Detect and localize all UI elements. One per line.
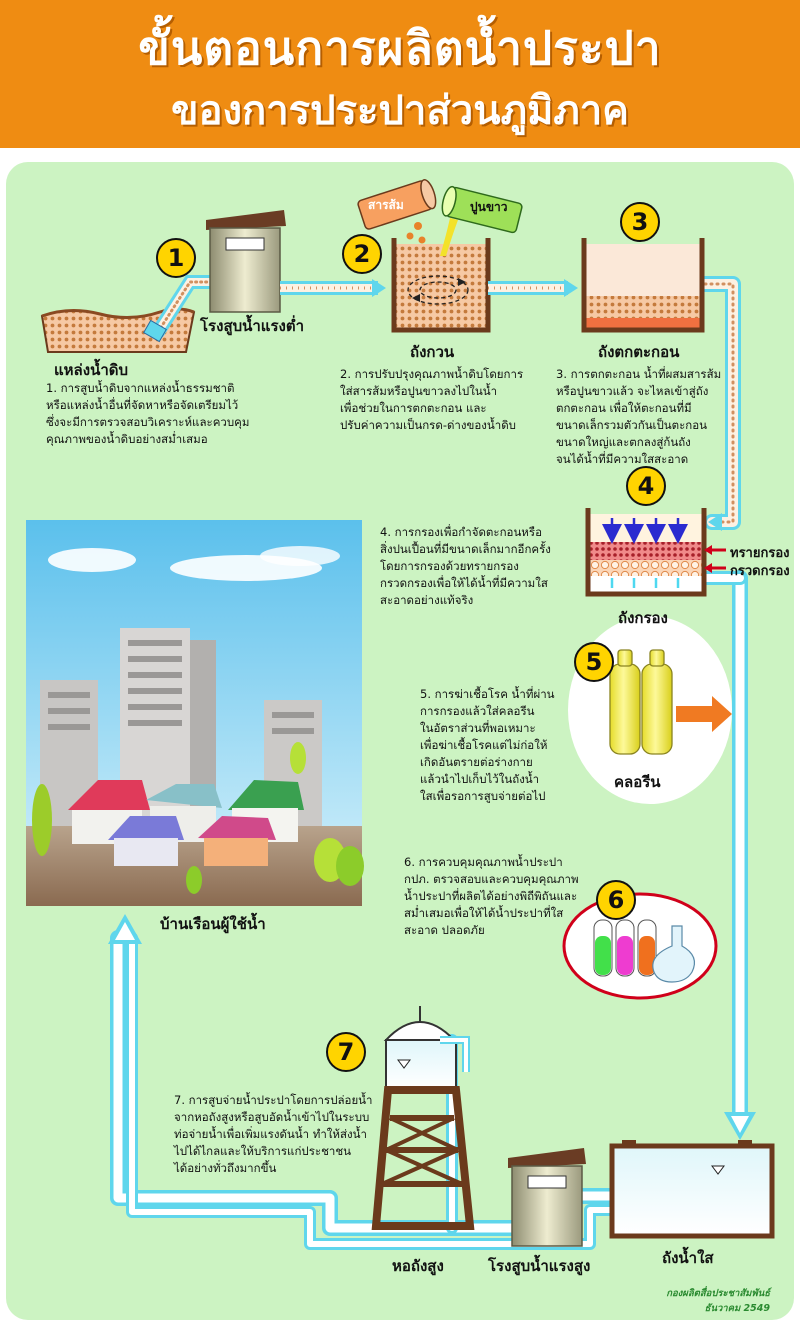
step-6-description: 6. การควบคุมคุณภาพน้ำประปา กปภ. ตรวจสอบแ…	[404, 855, 579, 937]
label-sand: ทรายกรอง	[730, 546, 790, 561]
label-raw-water: แหล่งน้ำดิบ	[54, 361, 129, 379]
header-banner: ขั้นตอนการผลิตน้ำประปา ของการประปาส่วนภู…	[0, 0, 800, 148]
label-alum: สารส้ม	[368, 198, 404, 212]
step-5-description: 5. การฆ่าเชื้อโรค น้ำที่ผ่าน การกรองแล้ว…	[420, 687, 555, 803]
flow-arrow-left	[708, 513, 722, 531]
lime-container	[440, 185, 523, 256]
credit-line-1: กองผลิตสื่อประชาสัมพันธ์	[666, 1288, 770, 1299]
page-title: ขั้นตอนการผลิตน้ำประปา	[138, 21, 662, 75]
low-lift-pump-house	[206, 210, 286, 313]
step-4-badge: 4	[626, 466, 666, 506]
label-lime: ปูนขาว	[470, 200, 508, 214]
high-lift-pump-house	[508, 1148, 586, 1247]
label-low-pump: โรงสูบน้ำแรงต่ำ	[200, 317, 305, 335]
label-filter-tank: ถังกรอง	[618, 609, 668, 627]
credit-note: กองผลิตสื่อประชาสัมพันธ์ ธันวาคม 2549	[620, 1286, 770, 1316]
step-7-description: 7. การสูบจ่ายน้ำประปาโดยการปล่อยน้ำ จากห…	[174, 1093, 373, 1175]
label-gravel: กรวดกรอง	[730, 564, 790, 579]
quality-control-lab	[562, 892, 718, 1000]
step-4-description: 4. การกรองเพื่อกำจัดตะกอนหรือ สิ่งปนเปื้…	[380, 525, 551, 607]
city-illustration	[26, 520, 364, 906]
mixing-tank	[391, 238, 491, 333]
label-clear-tank: ถังน้ำใส	[662, 1249, 714, 1267]
step-2-description: 2. การปรับปรุงคุณภาพน้ำดิบโดยการ ใส่สารส…	[340, 367, 524, 432]
alum-container	[357, 179, 437, 244]
pipe-network	[110, 276, 748, 1250]
step-1-description: 1. การสูบน้ำดิบจากแหล่งน้ำธรรมชาติ หรือแ…	[46, 381, 250, 446]
label-mix-tank: ถังกวน	[410, 343, 455, 361]
step-2-badge: 2	[342, 234, 382, 274]
intake-pipe	[151, 275, 217, 339]
label-tower: หอถังสูง	[392, 1257, 444, 1275]
filter-tank	[585, 508, 726, 597]
step-1-badge: 1	[156, 238, 196, 278]
step-3-description: 3. การตกตะกอน น้ำที่ผสมสารส้ม หรือปูนขาว…	[556, 367, 722, 466]
page-subtitle: ของการประปาส่วนภูมิภาค	[171, 88, 629, 134]
step-3-badge: 3	[620, 202, 660, 242]
label-houses: บ้านเรือนผู้ใช้น้ำ	[160, 915, 266, 933]
step-7-badge: 7	[326, 1032, 366, 1072]
label-settle-tank: ถังตกตะกอน	[598, 343, 680, 361]
water-tower	[371, 1006, 475, 1230]
settling-tank	[581, 238, 705, 333]
label-chlorine: คลอรีน	[614, 773, 661, 791]
credit-line-2: ธันวาคม 2549	[704, 1303, 770, 1314]
step-6-badge: 6	[596, 880, 636, 920]
clear-water-tank	[609, 1140, 775, 1239]
label-high-pump: โรงสูบน้ำแรงสูง	[488, 1257, 591, 1275]
step-5-badge: 5	[574, 642, 614, 682]
